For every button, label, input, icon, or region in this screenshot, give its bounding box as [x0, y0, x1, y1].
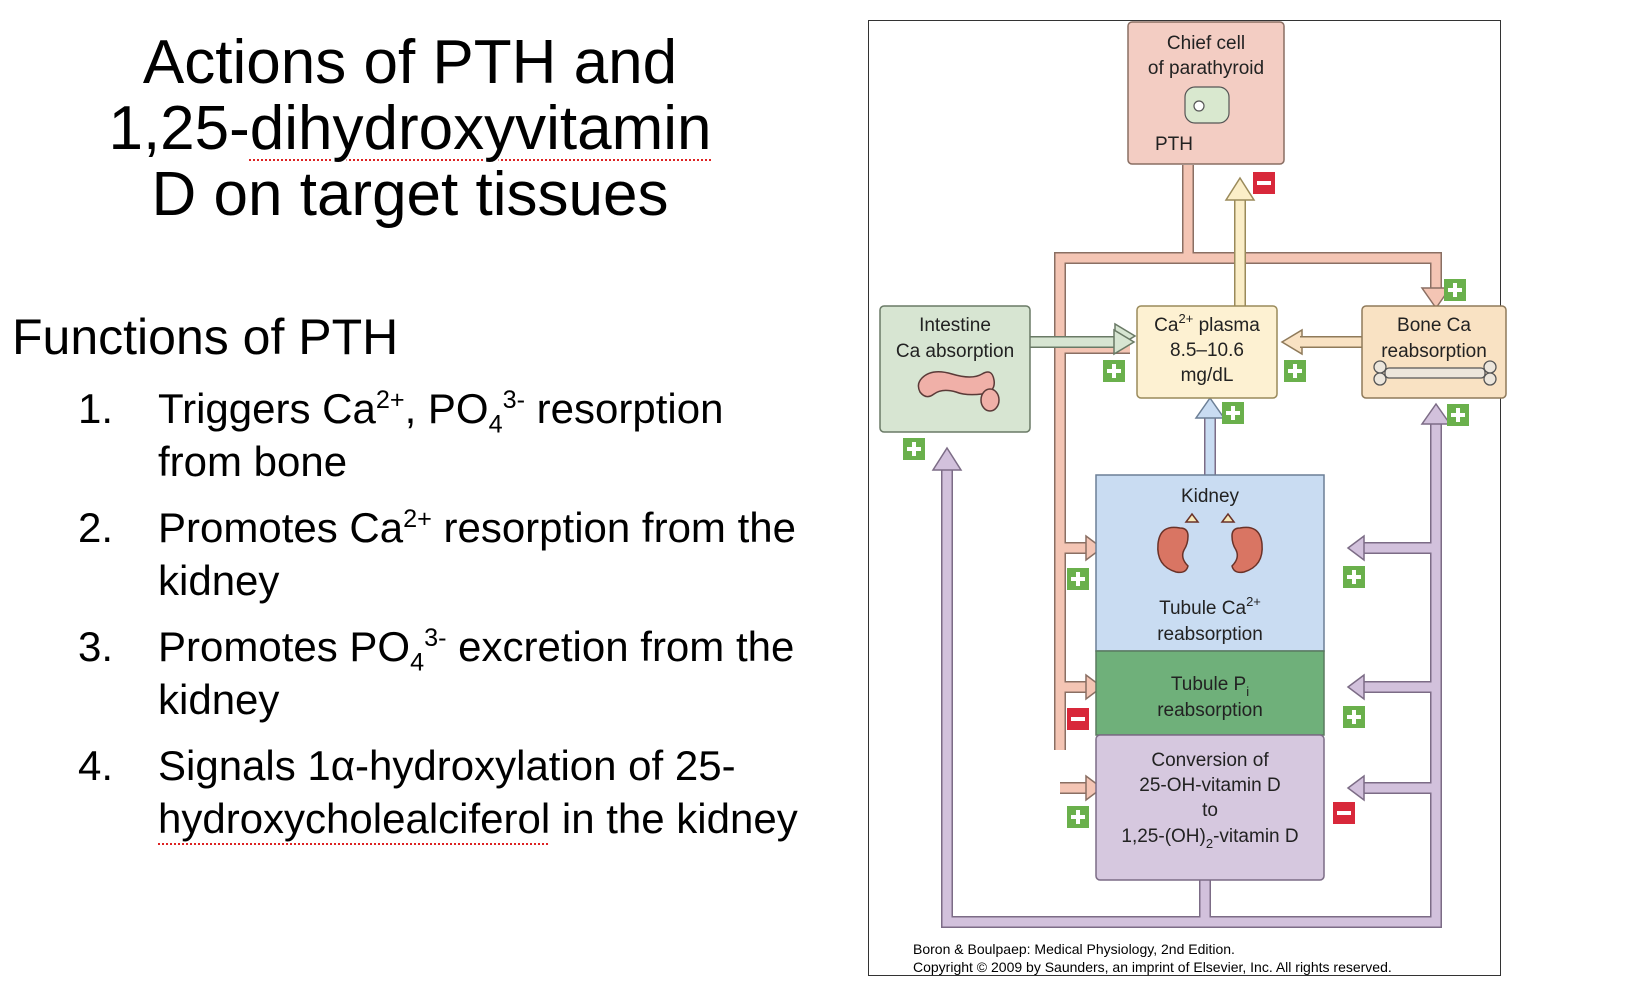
plus-icon	[1444, 279, 1466, 301]
chief-cell-line-1: Chief cell	[1167, 33, 1245, 54]
plus-icon	[1067, 806, 1089, 828]
conversion-line-2: 25-OH-vitamin D	[1139, 775, 1280, 796]
conversion-line-4-post: -vitamin D	[1213, 826, 1299, 847]
plus-icon	[1447, 404, 1469, 426]
intestine-line-1: Intestine	[919, 315, 991, 336]
tubule-ca-line-2: reabsorption	[1157, 624, 1263, 645]
bone-line-2: reabsorption	[1381, 341, 1487, 362]
bone-icon	[1373, 360, 1497, 386]
function-item: 2. Promotes Ca2+ resorption from the kidn…	[78, 501, 798, 607]
arrowheads	[931, 287, 1452, 802]
plasma-feedback-arrow	[1224, 176, 1256, 306]
horizontal-arrows	[1030, 328, 1362, 356]
svg-text:1,25-(OH)2-vitamin D: 1,25-(OH)2-vitamin D	[1121, 826, 1298, 851]
chief-cell-box: Chief cell of parathyroid PTH	[1127, 21, 1285, 165]
plus-icon	[1067, 568, 1089, 590]
kidney-label: Kidney	[1181, 486, 1240, 507]
svg-text:Tubule Pi: Tubule Pi	[1171, 674, 1249, 699]
plasma-ca-sup: 2+	[1178, 311, 1193, 326]
function-item: 3. Promotes PO43- excretion from the kidn…	[78, 620, 798, 726]
function-number: 1.	[78, 385, 114, 432]
minus-icon	[1067, 708, 1089, 730]
sign-markers	[903, 172, 1469, 828]
minus-icon	[1253, 172, 1275, 194]
chief-cell-line-2: of parathyroid	[1148, 58, 1264, 79]
kidney-icon	[1157, 512, 1263, 574]
title-line-1: Actions of PTH and	[142, 28, 678, 97]
function-text: Signals 1α-hydroxylation of 25-hydroxych…	[158, 742, 798, 842]
title-line-2-word: dihydroxyvitamin	[249, 94, 712, 163]
function-text: Promotes Ca2+ resorption from the kidney	[158, 504, 796, 604]
conversion-line-4-sub: 2	[1206, 836, 1213, 851]
plasma-range: 8.5–10.6	[1170, 340, 1244, 361]
bone-line-1: Bone Ca	[1397, 315, 1471, 336]
plasma-ca: Ca	[1154, 315, 1179, 336]
intestine-line-2: Ca absorption	[896, 341, 1014, 362]
functions-heading: Functions of PTH	[12, 309, 399, 365]
plus-icon	[1222, 402, 1244, 424]
tubule-p-line-2: reabsorption	[1157, 700, 1263, 721]
minus-icon	[1333, 802, 1355, 824]
tubule-ca-sup: 2+	[1246, 594, 1261, 609]
plasma-box: Ca2+ plasma 8.5–10.6 mg/dL	[1136, 305, 1278, 399]
function-number: 2.	[78, 504, 114, 551]
pth-label: PTH	[1155, 134, 1193, 155]
function-number: 4.	[78, 742, 114, 789]
cell-icon	[1184, 86, 1230, 124]
plasma-unit: mg/dL	[1181, 365, 1234, 386]
intestine-box: Intestine Ca absorption	[879, 305, 1031, 433]
tubule-p-sub: i	[1246, 684, 1249, 699]
function-list: 1. Triggers Ca2+, PO43- resorption from b…	[78, 382, 798, 858]
conversion-line-4-pre: 1,25-(OH)	[1121, 826, 1205, 847]
plus-icon	[1343, 566, 1365, 588]
kidney-box: Kidney Tubule Ca2+ reabsorption Tubule P…	[1095, 474, 1325, 881]
function-item: 1. Triggers Ca2+, PO43- resorption from b…	[78, 382, 798, 488]
svg-text:Tubule Ca2+: Tubule Ca2+	[1159, 594, 1261, 619]
plus-icon	[1284, 360, 1306, 382]
conversion-line-3: to	[1202, 800, 1218, 821]
credit-line-2: Copyright © 2009 by Saunders, an imprint…	[913, 959, 1392, 975]
credit-line-1: Boron & Boulpaep: Medical Physiology, 2n…	[913, 941, 1235, 957]
plus-icon	[1343, 706, 1365, 728]
function-text: Promotes PO43- excretion from the kidney	[158, 623, 795, 723]
slide-title: Actions of PTH and 1,25-dihydroxyvitamin…	[40, 30, 780, 228]
plasma-line-1: plasma	[1193, 315, 1260, 336]
bone-box: Bone Ca reabsorption	[1361, 305, 1507, 399]
tubule-p-line-1: Tubule P	[1171, 674, 1246, 695]
function-text: Triggers Ca2+, PO43- resorption from bon…	[158, 385, 724, 485]
function-number: 3.	[78, 623, 114, 670]
plus-icon	[903, 438, 925, 460]
title-line-3: D on target tissues	[151, 160, 669, 229]
intestine-icon	[917, 371, 1000, 412]
conversion-line-1: Conversion of	[1151, 750, 1269, 771]
title-line-2-prefix: 1,25-	[108, 94, 250, 163]
tubule-ca-line-1: Tubule Ca	[1159, 598, 1246, 619]
plus-icon	[1103, 360, 1125, 382]
svg-text:Ca2+ plasma: Ca2+ plasma	[1154, 311, 1260, 336]
vitd-pathways	[941, 418, 1442, 928]
function-item: 4. Signals 1α-hydroxylation of 25-hydroxy…	[78, 739, 798, 845]
